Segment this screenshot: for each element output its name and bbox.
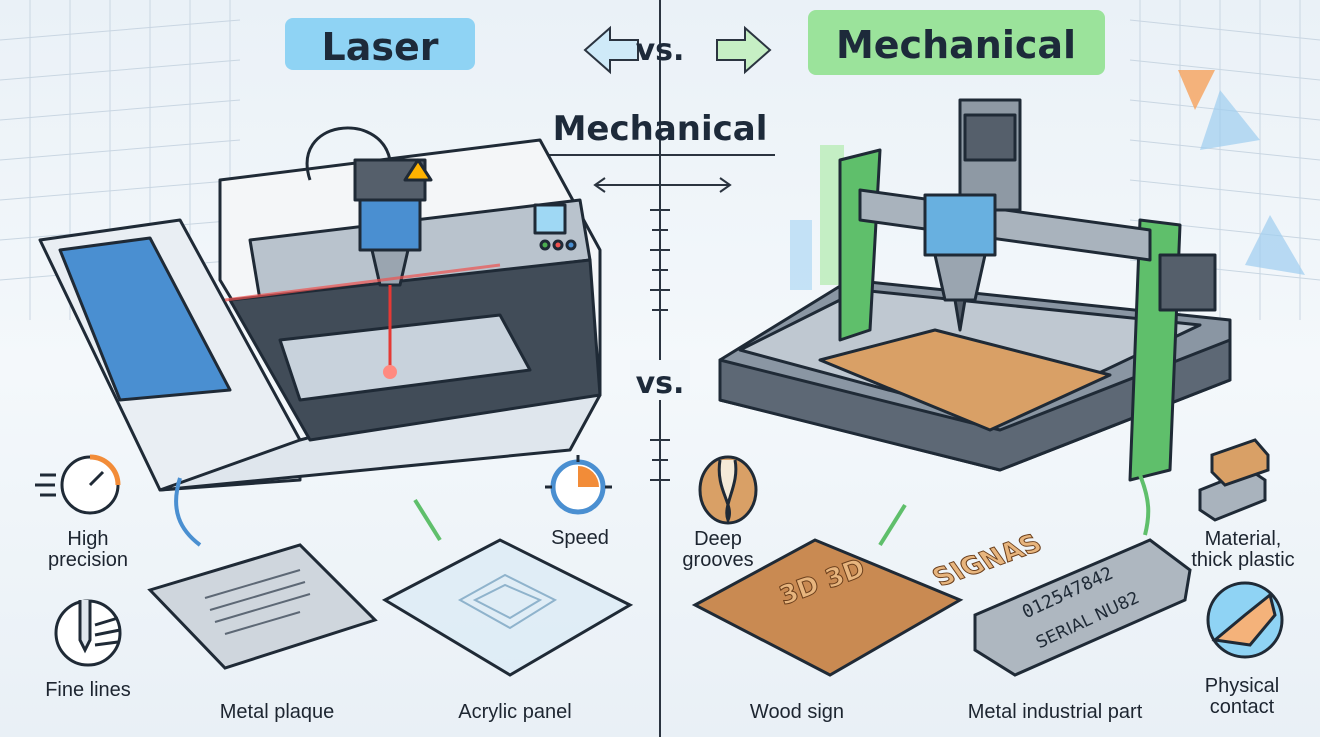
plaque-engraved-text — [204, 569, 311, 635]
feature-deep-grooves: grooves — [682, 549, 753, 571]
product-metal-plaque: Metal plaque — [220, 701, 335, 723]
cnc-mill-machine — [718, 98, 1232, 482]
double-arrow-icon — [593, 177, 732, 193]
arrow-to-acrylic-icon — [413, 498, 442, 542]
laser-title-box — [285, 18, 475, 70]
deep-groove-icon — [698, 455, 758, 525]
arrow-to-wood-sign-icon — [878, 503, 907, 547]
feature-deep-grooves-line1: Deep — [694, 528, 742, 550]
decor-triangle-orange — [1178, 70, 1215, 110]
metal-plaque — [147, 543, 378, 670]
decor-bar-blue — [790, 220, 812, 290]
header-vs: vs. — [636, 33, 685, 68]
arrow-to-metal-part-icon — [1138, 474, 1151, 536]
wood-sign-text-line2: SIGNAS — [927, 529, 1049, 593]
laser-title: Laser — [322, 25, 439, 69]
arrow-to-plaque-icon — [174, 477, 202, 547]
product-acrylic-panel: Acrylic panel — [458, 701, 571, 723]
acrylic-engraved-pattern — [457, 573, 558, 630]
laser-rail-beam — [224, 263, 501, 302]
mechanical-title: Mechanical — [836, 23, 1076, 67]
metal-industrial-part — [973, 538, 1192, 677]
mechanical-title-box — [808, 10, 1105, 75]
product-metal-industrial-part: Metal industrial part — [968, 701, 1143, 723]
decor-triangle-blue — [1200, 90, 1260, 150]
feature-speed: Speed — [551, 527, 609, 549]
feature-physical-contact: contact — [1210, 696, 1275, 718]
physical-contact-icon — [1206, 581, 1284, 659]
acrylic-panel — [381, 538, 634, 677]
laser-engraver-machine — [38, 126, 602, 492]
ruler-ticks — [650, 209, 670, 481]
feature-high-precision: precision — [48, 549, 128, 571]
gauge-icon — [35, 454, 121, 515]
background-grid-left — [0, 0, 241, 320]
arrow-left-icon — [583, 25, 639, 75]
center-vs-bg — [630, 360, 690, 400]
stopwatch-icon — [545, 455, 612, 515]
fine-lines-icon — [54, 599, 122, 667]
subtitle: Mechanical — [553, 109, 768, 149]
product-wood-sign: Wood sign — [750, 701, 844, 723]
feature-material-thick-plastic: Material,thick plastic — [1191, 528, 1294, 571]
feature-fine-lines: Fine lines — [45, 679, 131, 701]
feature-high-precision-line1: High — [67, 528, 108, 550]
material-blocks-icon — [1198, 438, 1270, 522]
arrow-right-icon — [716, 25, 772, 75]
decor-triangle-blue-2 — [1245, 215, 1305, 275]
laser-spot — [383, 365, 397, 379]
feature-physical-contact-line1: Physical — [1205, 675, 1279, 697]
wood-sign — [691, 538, 964, 677]
center-vs: vs. — [636, 366, 685, 401]
